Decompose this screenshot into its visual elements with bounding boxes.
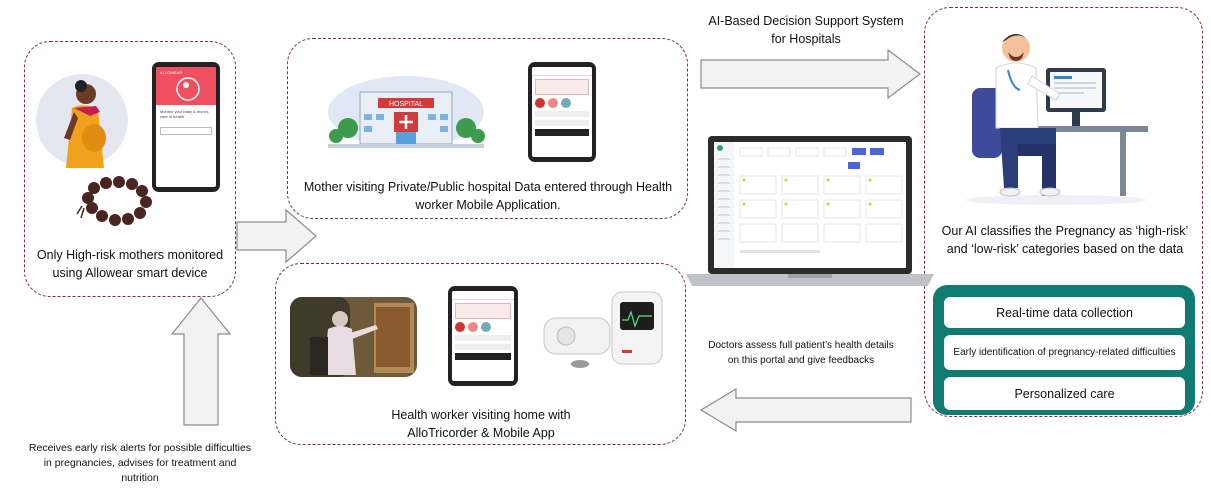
high-risk-monitoring-box (24, 41, 236, 297)
left-arrow-to-home (700, 388, 912, 432)
doctors-feedback-note: Doctors assess full patient’s health det… (688, 338, 914, 368)
benefit-early-identification: Early identification of pregnancy-relate… (944, 335, 1185, 370)
home-visit-photo (290, 297, 417, 377)
hospital-visit-caption: Mother visiting Private/Public hospital … (288, 178, 688, 214)
benefit-real-time-data: Real-time data collection (944, 297, 1185, 328)
hospital-sign: HOSPITAL (389, 101, 423, 108)
ai-classification-caption: Our AI classifies the Pregnancy as ‘high… (930, 222, 1200, 258)
allotricorder-device-illustration (543, 291, 663, 368)
decision-support-label-line1: AI-Based Decision Support System (708, 14, 904, 28)
home-visit-app-phone (448, 286, 518, 386)
health-worker-app-phone (528, 62, 596, 162)
benefit-personalized-care: Personalized care (944, 377, 1185, 410)
risk-alerts-note-line3: nutrition (121, 472, 159, 484)
home-visit-box (275, 263, 686, 445)
allowear-app-phone: ALLOWEAR Monitor your baby & mom's care … (152, 62, 220, 192)
hospital-illustration: HOSPITAL (328, 76, 485, 148)
home-visit-caption: Health worker visiting home with AlloTri… (276, 406, 686, 442)
ai-classification-caption-line1: Our AI classifies the Pregnancy as ‘high… (941, 224, 1189, 238)
hospital-visit-caption-line2: worker Mobile Application. (415, 198, 561, 212)
doctors-feedback-note-line2: on this portal and give feedbacks (727, 355, 875, 366)
doctors-feedback-note-line1: Doctors assess full patient’s health det… (708, 340, 894, 351)
ai-classification-caption-line2: and ‘low-risk’ categories based on the d… (946, 242, 1184, 256)
high-risk-caption: Only High-risk mothers monitored using A… (30, 246, 230, 282)
high-risk-caption-line1: Only High-risk mothers monitored (36, 248, 224, 262)
ai-classification-box (924, 7, 1203, 417)
mother-baby-icon (176, 77, 200, 101)
hospital-visit-caption-line1: Mother visiting Private/Public hospital … (303, 180, 673, 194)
right-arrow-to-hospital (236, 208, 317, 264)
risk-alerts-note: Receives early risk alerts for possible … (4, 441, 276, 486)
app-name-label: ALLOWEAR (160, 70, 183, 75)
hospital-visit-box (287, 38, 688, 219)
decision-support-label: AI-Based Decision Support System for Hos… (690, 12, 922, 48)
home-visit-caption-line1: Health worker visiting home with (391, 408, 571, 422)
up-arrow-feedback (170, 297, 232, 426)
top-right-arrow (700, 48, 921, 100)
risk-alerts-note-line1: Receives early risk alerts for possible … (28, 442, 252, 454)
risk-alerts-note-line2: in pregnancies, advises for treatment an… (43, 457, 237, 469)
allowear-bracelet-icon (76, 176, 152, 226)
dashboard-laptop-illustration (686, 136, 934, 286)
home-visit-caption-line2: AlloTricorder & Mobile App (407, 426, 555, 440)
decision-support-label-line2: for Hospitals (771, 32, 841, 46)
high-risk-caption-line2: using Allowear smart device (52, 266, 208, 280)
app-description: Monitor your baby & mom's care in health (160, 109, 209, 119)
doctor-at-computer-illustration (966, 34, 1148, 205)
pregnant-mother-illustration (36, 74, 128, 168)
